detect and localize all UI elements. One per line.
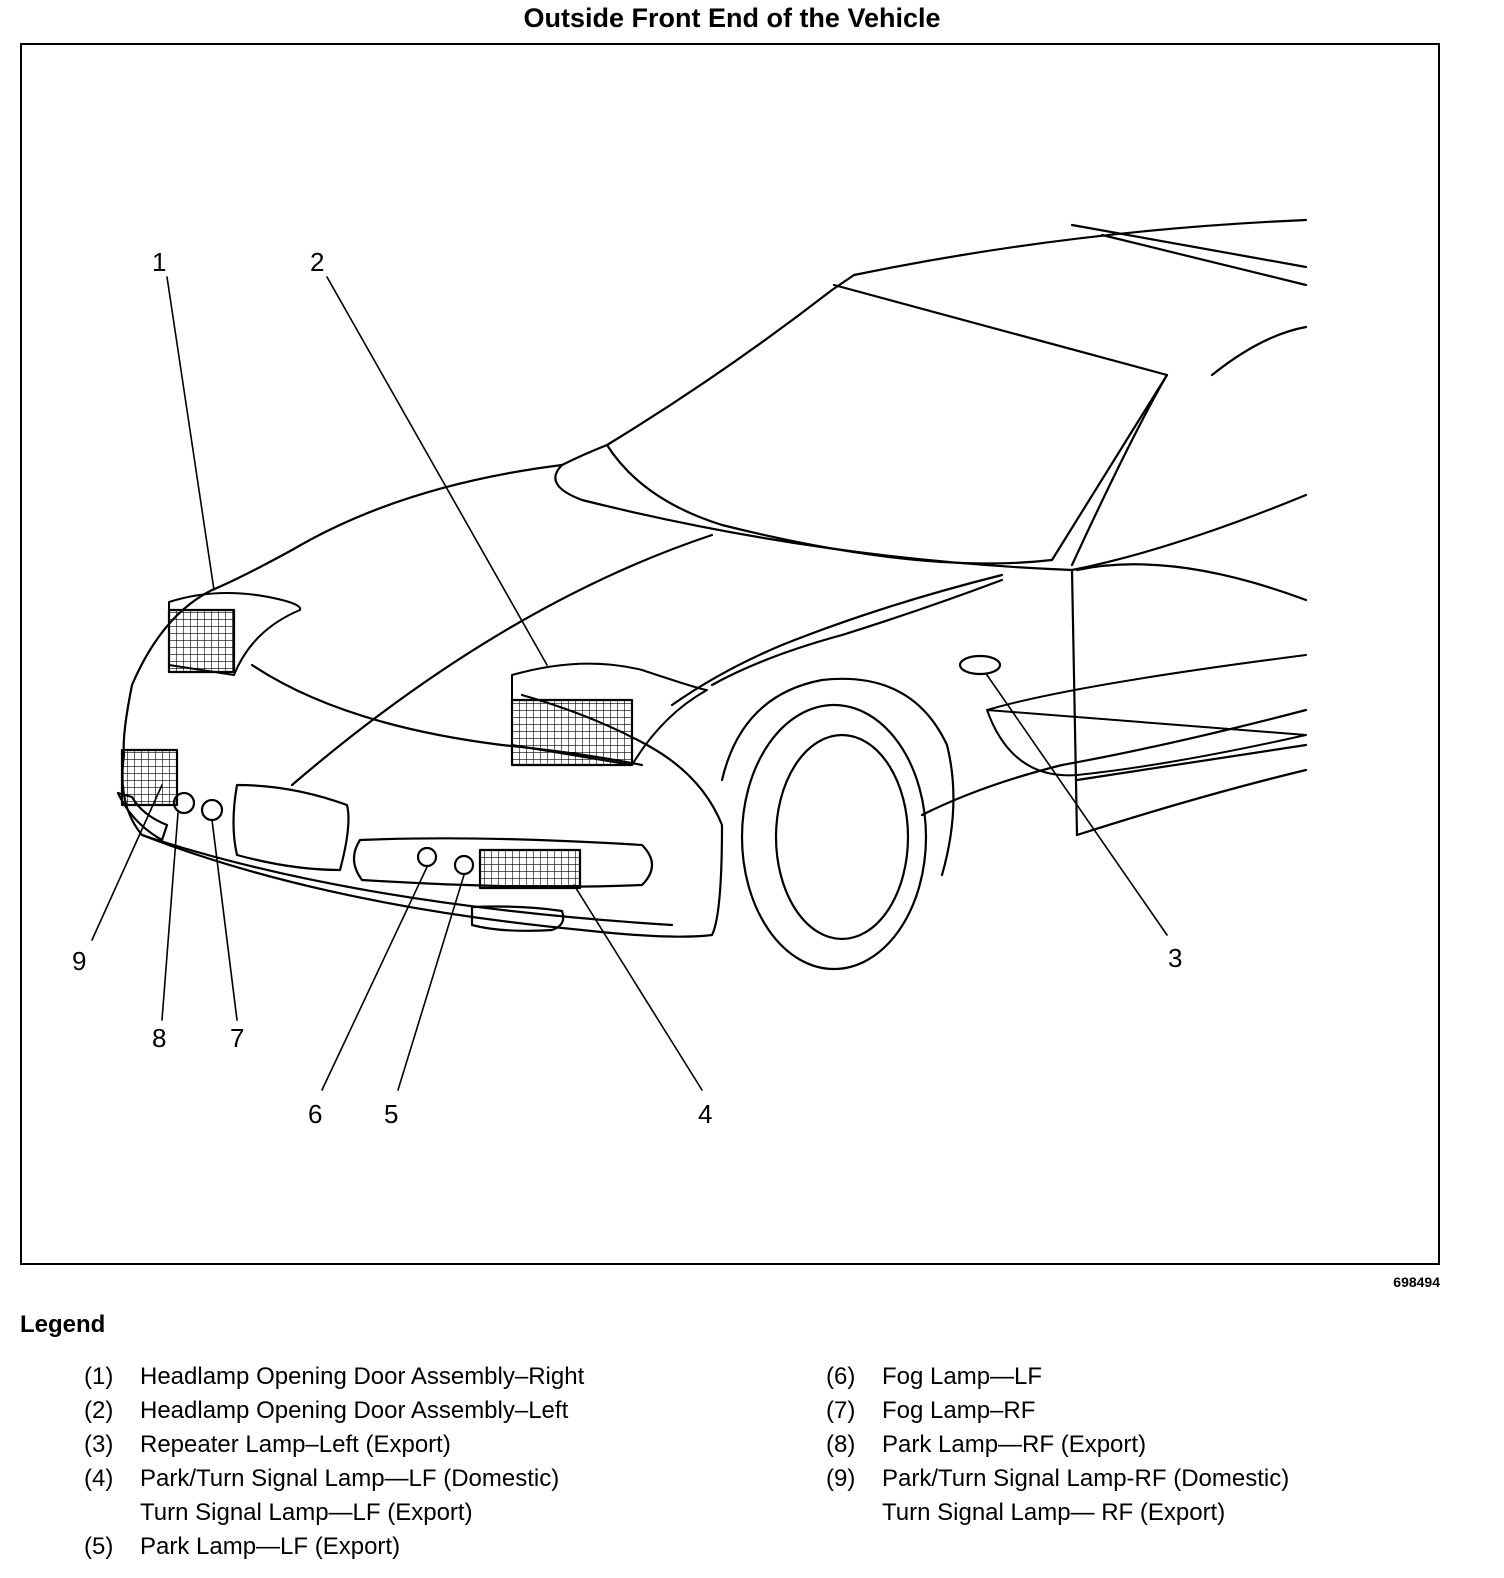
license-plate-recess [232,783,350,872]
legend-text: Park/Turn Signal Lamp-RF (Domestic) Turn… [882,1465,1290,1526]
headlamp-door-left [511,662,708,766]
leader-4 [573,884,703,1091]
legend-num: (6) [826,1363,856,1390]
legend-num: (3) [84,1431,114,1458]
figure-id: 698494 [1393,1274,1440,1290]
legend-num: (4) [84,1465,114,1492]
repeater-lamp-left [958,654,1002,676]
a-pillar [1210,325,1308,377]
callout-5: 5 [384,1099,398,1129]
side-upper [1075,563,1308,602]
hood-front [210,463,564,592]
legend-num: (2) [84,1397,114,1424]
park-turn-grid-lf [478,848,582,890]
fender-crease [710,578,1004,687]
hood-crease [670,573,1004,707]
legend-item: (1) Headlamp Opening Door Assembly–Right [84,1360,584,1394]
rocker [1075,743,1308,837]
fog-lamp-lf [416,846,438,868]
legend-column-left: (1) Headlamp Opening Door Assembly–Right… [84,1360,584,1564]
windshield-glass [605,283,1169,565]
legend-num: (7) [826,1397,856,1424]
legend-item: (5) Park Lamp—LF (Export) [84,1530,584,1564]
legend-item: (4) Park/Turn Signal Lamp—LF (Domestic) … [84,1462,584,1530]
legend-text: Headlamp Opening Door Assembly–Left [140,1397,569,1424]
tire [740,703,928,971]
right-lower-vent [116,791,169,842]
legend-text: Headlamp Opening Door Assembly–Right [140,1363,585,1390]
callout-7: 7 [230,1023,244,1053]
park-lamp-rf [172,791,196,815]
callout-6: 6 [308,1099,322,1129]
legend-item: (8) Park Lamp—RF (Export) [826,1428,1289,1462]
leader-8 [161,812,179,1021]
left-fascia-opening [352,837,654,888]
wheel-arch [720,677,955,877]
legend-item: (9) Park/Turn Signal Lamp-RF (Domestic) … [826,1462,1289,1530]
lower-intake [470,905,565,932]
hood-center [290,533,714,787]
cowl [554,463,1308,572]
leader-2 [326,276,548,666]
page-title: Outside Front End of the Vehicle [523,3,941,33]
leader-1 [166,276,215,591]
headlamp-door-right [168,591,302,676]
legend-text: Fog Lamp–RF [882,1397,1036,1424]
side-body [920,708,1308,817]
callout-9: 9 [72,946,86,976]
roof-stripe-2 [1100,233,1308,287]
legend-item: (2) Headlamp Opening Door Assembly–Left [84,1394,584,1428]
legend-item: (6) Fog Lamp—LF [826,1360,1289,1394]
legend-num: (5) [84,1533,114,1560]
legend-title: Legend [20,1311,106,1338]
callout-2: 2 [310,247,324,277]
door-line [1070,568,1079,837]
legend-item: (3) Repeater Lamp–Left (Export) [84,1428,584,1462]
bumper-line [140,833,674,927]
park-lamp-lf [453,854,475,876]
side-scoop [986,654,1307,777]
legend-num: (9) [826,1465,856,1492]
legend-text: Fog Lamp—LF [882,1363,1043,1390]
front-fascia-top [122,588,214,757]
legend-text: Park Lamp—LF (Export) [140,1533,401,1560]
legend-num: (8) [826,1431,856,1458]
legend-text: Park Lamp—RF (Export) [882,1431,1147,1458]
leader-6 [321,866,428,1091]
leader-3 [986,674,1168,936]
headlamp-grid-right [167,608,236,674]
car-front-illustration: 1 2 3 4 5 6 7 8 9 [72,218,1308,1129]
diagram-frame: 1 2 3 4 5 6 7 8 9 [20,43,1440,1265]
windshield-outer [560,273,856,467]
legend-item: (7) Fog Lamp–RF [826,1394,1289,1428]
legend-column-right: (6) Fog Lamp—LF (7) Fog Lamp–RF (8) Park… [826,1360,1289,1530]
callout-4: 4 [698,1099,712,1129]
headlamp-grid-left [510,698,634,767]
fog-lamp-rf [200,798,224,822]
callout-3: 3 [1168,943,1182,973]
a-pillar-lower [1070,373,1169,567]
roof-stripe-1 [1070,223,1308,269]
legend-text: Repeater Lamp–Left (Export) [140,1431,451,1458]
callout-1: 1 [152,247,166,277]
legend-num: (1) [84,1363,114,1390]
wheel-rim [774,733,910,941]
legend-text: Park/Turn Signal Lamp—LF (Domestic) Turn… [140,1465,560,1526]
leader-7 [211,819,238,1021]
roof-line [852,218,1308,277]
leader-9 [91,784,163,941]
leader-5 [397,874,465,1091]
callout-8: 8 [152,1023,166,1053]
